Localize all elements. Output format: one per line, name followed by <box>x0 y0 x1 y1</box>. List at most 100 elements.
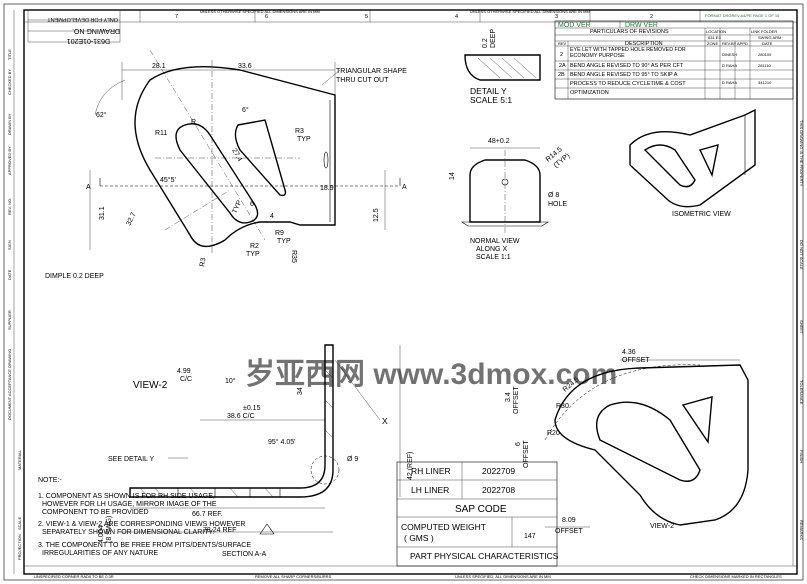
section-a-right: A <box>402 184 407 191</box>
view2-4-36-1: 4.36 <box>622 349 636 356</box>
link-folder-label: LINK FOLDER <box>751 29 777 34</box>
dim-4: 4 <box>270 213 274 220</box>
normal-view-dim-48: 48+0.2 <box>488 138 510 145</box>
detail-y-dim-1: 0.2 <box>482 38 489 48</box>
location-value: 631 E3 <box>708 35 721 40</box>
section-angle-95: 95° 4.05' <box>268 438 296 446</box>
rev-row-5-desc: OPTIMIZATION <box>570 90 609 96</box>
dim-r35: R35 <box>290 250 297 263</box>
normal-view-line-2: ALONG X <box>476 246 507 253</box>
footer-note-1: UNSPECIFIED CORNER RADII TO BE 0.3R <box>34 574 114 579</box>
zone-col-header: ZONE <box>707 41 718 46</box>
view2-8-09-2: OFFSET <box>555 528 583 535</box>
view2-triangle <box>681 396 713 445</box>
normal-view-base <box>461 221 549 227</box>
drw-ver: DRW VER <box>625 22 658 29</box>
sap-table: RH LINER 2022709 LH LINER 2022708 SAP CO… <box>396 461 559 567</box>
note-2-line-1: 2. VIEW-1 & VIEW-2 ARE CORRESPONDING VIE… <box>38 521 245 528</box>
normal-view-line-1: NORMAL VIEW <box>470 238 520 245</box>
view2-slot <box>596 401 701 482</box>
computed-weight-1: COMPUTED WEIGHT <box>401 522 486 532</box>
section-plate <box>129 344 334 498</box>
left-strip-text-3: SIGN <box>7 240 12 250</box>
section-dia-9: Ø 9 <box>347 456 358 463</box>
dimple <box>323 151 329 169</box>
right-strip: THIS DRAWING IS THE PROPERTY DO NOT SCAL… <box>792 22 804 566</box>
rev-row-4-desc: PROCESS TO REDUCE CYCLETIME & COST <box>570 81 686 87</box>
rev-row-2-rev: 2A <box>559 63 566 69</box>
dim-18-9: 18.9 <box>320 185 334 192</box>
normal-view-hole-label: HOLE <box>548 201 567 208</box>
footer-note-4: CHECK DIMENSIONS MARKED IN RECTANGLES <box>690 574 782 579</box>
section-x-label: X <box>382 416 388 426</box>
right-strip-text-4: FINISH <box>799 450 804 463</box>
dim-33-6: 33.6 <box>238 63 252 70</box>
main-slot <box>175 123 259 224</box>
drawing-no: D631-01E201 <box>67 37 110 44</box>
notes-block: NOTE:- 1. COMPONENT AS SHOWN IS FOR RH S… <box>38 477 251 557</box>
top-note: UNLESS OTHERWISE SPECIFIED ALL DIMENSION… <box>470 9 590 14</box>
view2-r30: R30 <box>556 403 569 410</box>
view-2: 4.36 OFFSET R24.5 3.4 OFFSET R30 6 OFFSE… <box>505 349 749 535</box>
rev-row-2-by: D RAHA <box>722 63 737 68</box>
section-4-99-1: 4.99 <box>177 368 191 375</box>
location-label: LOCATION <box>706 29 726 34</box>
dim-31-1: 31.1 <box>99 206 106 220</box>
zone-col-3: 3 <box>555 14 558 20</box>
left-strip-text-7: CHECKED BY <box>7 69 12 95</box>
section-aa-label: SECTION A-A <box>222 551 267 558</box>
left-strip-text-11: PROJECTION <box>17 534 22 560</box>
normal-view-dim-14: 14 <box>449 172 456 180</box>
section-34: 34 <box>297 387 304 395</box>
detail-y-dim-2: DEEP <box>490 29 497 48</box>
revision-table: FORMAT DRGREV.A4/PE PAGE 1 OF 15 MOD VER… <box>554 13 794 100</box>
zone-col-2: 2 <box>650 14 653 20</box>
isometric-outline <box>629 108 756 208</box>
dim-r2-2: TYP <box>246 251 260 258</box>
section-66-7: 66.7 REF. <box>192 511 223 518</box>
appd-col-header: APPD <box>737 41 748 46</box>
section-38-6: 38.6 C/C <box>227 413 255 420</box>
dim-28-1: 28.1 <box>152 63 166 70</box>
rev-row-3-by: D RAHA <box>722 80 737 85</box>
development-status: ONLY FOR DEVELOPMENT <box>47 16 118 22</box>
normal-view-line-3: SCALE 1:1 <box>476 254 511 261</box>
sap-rh-liner: RH LINER <box>411 466 451 476</box>
swing-arm: SWING ARM <box>758 35 781 40</box>
sap-rh-code: 2022709 <box>482 466 515 476</box>
rev-row-3-desc: BEND ANGLE REVISED TO 95° TO SKIP A <box>570 72 678 78</box>
view2-r20: R20 <box>547 430 560 437</box>
detail-y-scale: SCALE 5:1 <box>470 95 512 105</box>
rev-row-3-date: 341210 <box>758 80 772 85</box>
sap-lh-code: 2022708 <box>482 485 515 495</box>
detail-y-circle <box>310 455 340 485</box>
view2-label: VIEW-2 <box>650 523 674 530</box>
isometric-slot <box>643 144 696 188</box>
isometric-view: ISOMETRIC VIEW <box>629 108 756 218</box>
view2-6-2: OFFSET <box>523 440 530 468</box>
section-78-24: 78.24 REF <box>203 527 236 534</box>
section-angle-10: 10° <box>225 377 236 385</box>
dim-r2-1: R2 <box>250 243 259 250</box>
zone-col-6: 6 <box>265 14 268 20</box>
view-2-label: VIEW-2 <box>133 380 168 391</box>
section-see-detail: SEE DETAIL Y <box>108 456 154 463</box>
drawing-no-label: DRAWING NO. <box>72 27 120 34</box>
zone-col-5: 5 <box>365 14 368 20</box>
normal-view: 48+0.2 R14.5 (TYP) 14 Ø 8 HOLE NORMAL VI… <box>449 138 571 261</box>
section-4-99-2: C/C <box>180 376 192 383</box>
isometric-triangle <box>699 144 719 178</box>
zone-markers-top: 7 6 5 4 3 2 UNLESS OTHERWISE SPECIFIED A… <box>139 9 701 22</box>
note-3-line-1: 3. THE COMPONENT TO BE FREE FROM PITS/DE… <box>38 542 251 549</box>
dimple-note: DIMPLE 0.2 DEEP <box>45 273 104 280</box>
normal-view-hole-dia: Ø 8 <box>548 192 559 199</box>
normal-view-outline <box>469 159 541 223</box>
view2-4-36-2: OFFSET <box>622 357 650 364</box>
detail-y: 0.2 DEEP DETAIL Y SCALE 5:1 <box>464 29 541 105</box>
dim-6: 6 <box>250 201 254 208</box>
drawing-number-block: DRAWING NO. D631-01E201 ONLY FOR DEVELOP… <box>27 9 121 44</box>
rev-row-1-by: DINESH <box>722 52 737 57</box>
right-strip-text-5: REMARKS <box>799 520 804 540</box>
dim-r: R <box>191 119 196 126</box>
